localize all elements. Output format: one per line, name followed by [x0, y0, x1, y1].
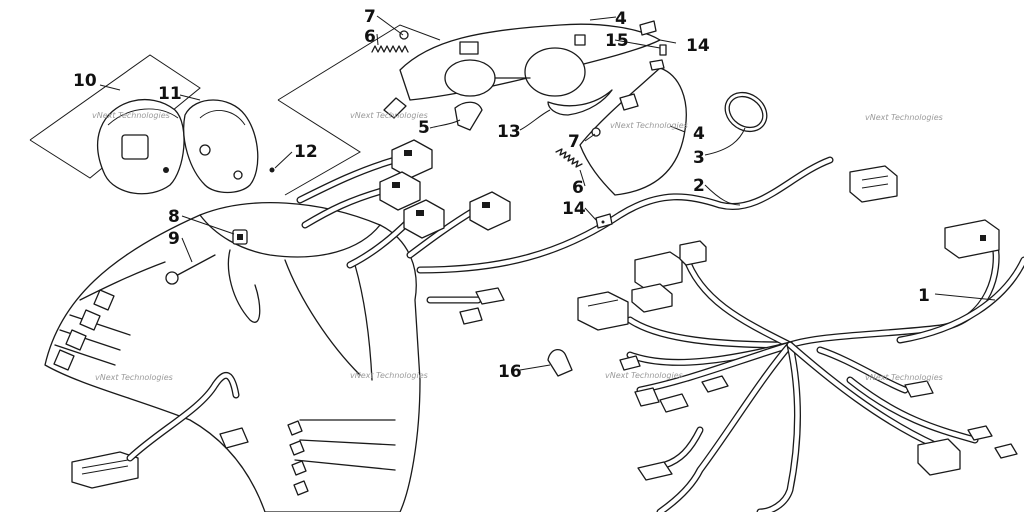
- connector-right-upper: [849, 165, 898, 203]
- screw-7-lower: [591, 127, 601, 137]
- callout-14-lower: 14: [562, 199, 586, 219]
- connector-a: [391, 139, 433, 179]
- callout-6-lower: 6: [572, 178, 584, 198]
- clip-14-top: [639, 20, 657, 36]
- instrument-pod-housing: [44, 202, 421, 512]
- callout-5: 5: [418, 118, 430, 138]
- callout-9: 9: [168, 229, 180, 249]
- callout-1: 1: [918, 286, 930, 306]
- group-bracket-gauge: [29, 54, 201, 179]
- group-bracket-housing: [277, 24, 441, 196]
- callout-4-top: 4: [615, 9, 627, 29]
- connector-b: [379, 171, 421, 211]
- callout-2: 2: [693, 176, 705, 196]
- connector-15: [659, 44, 667, 56]
- watermark: vNext Technologies: [605, 371, 683, 380]
- diagnostic-connector: [71, 451, 139, 489]
- callout-4-side: 4: [693, 124, 705, 144]
- callout-11: 11: [158, 84, 182, 104]
- speedometer-gauge-10: [96, 98, 185, 195]
- side-cover-4: [579, 59, 687, 196]
- connector-bank: [379, 139, 511, 239]
- watermarks: vNext Technologies vNext Technologies vN…: [92, 111, 943, 382]
- gauge-housing-11: [183, 99, 259, 194]
- hood-vent-slots: [53, 289, 115, 371]
- watermark: vNext Technologies: [865, 113, 943, 122]
- watermark: vNext Technologies: [92, 111, 170, 120]
- callout-14-top: 14: [686, 36, 710, 56]
- spring-6-lower: [555, 148, 583, 168]
- small-plug-center: [459, 287, 505, 325]
- callout-6-upper: 6: [364, 27, 376, 47]
- plug-cluster-center: [619, 355, 729, 413]
- watermark: vNext Technologies: [350, 371, 428, 380]
- callout-3: 3: [693, 148, 705, 168]
- watermark: vNext Technologies: [610, 121, 688, 130]
- harness-wires: [126, 156, 1024, 512]
- plug-bottom: [637, 461, 673, 481]
- connector-c: [403, 199, 445, 239]
- callout-15: 15: [605, 31, 629, 51]
- callout-7-lower: 7: [568, 132, 580, 152]
- callout-labels: 10 11 12 8 9 7 6 5 4 15 14 13 7 4 3 6 2 …: [73, 7, 930, 382]
- headlight-bulbs-13: [444, 47, 613, 116]
- connector-right-mid: [944, 219, 1000, 259]
- screw-7-upper: [399, 30, 409, 40]
- ring-clamp-3: [724, 91, 768, 133]
- callout-12: 12: [294, 142, 318, 162]
- grommet-12: [269, 167, 275, 173]
- callout-13: 13: [497, 122, 521, 142]
- plug-under-hood: [219, 427, 249, 449]
- relay-block: [631, 240, 707, 313]
- screw-9: [165, 254, 216, 285]
- callout-16: 16: [498, 362, 522, 382]
- hood-side-vents: [287, 420, 309, 496]
- watermark: vNext Technologies: [350, 111, 428, 120]
- bulb-socket-5: [383, 97, 483, 131]
- callout-7-upper: 7: [364, 7, 376, 27]
- connector-right-lower: [904, 380, 1018, 476]
- watermark: vNext Technologies: [95, 373, 173, 382]
- connector-left-mid: [577, 291, 629, 331]
- spring-6-upper: [371, 45, 409, 53]
- clip-14-lower: [595, 213, 613, 229]
- callout-8: 8: [168, 207, 180, 227]
- wire-clip-16: [547, 349, 573, 377]
- connector-d: [469, 191, 511, 231]
- leader-lines: [99, 15, 996, 371]
- switch-8: [232, 229, 248, 245]
- callout-10: 10: [73, 71, 97, 91]
- watermark: vNext Technologies: [865, 373, 943, 382]
